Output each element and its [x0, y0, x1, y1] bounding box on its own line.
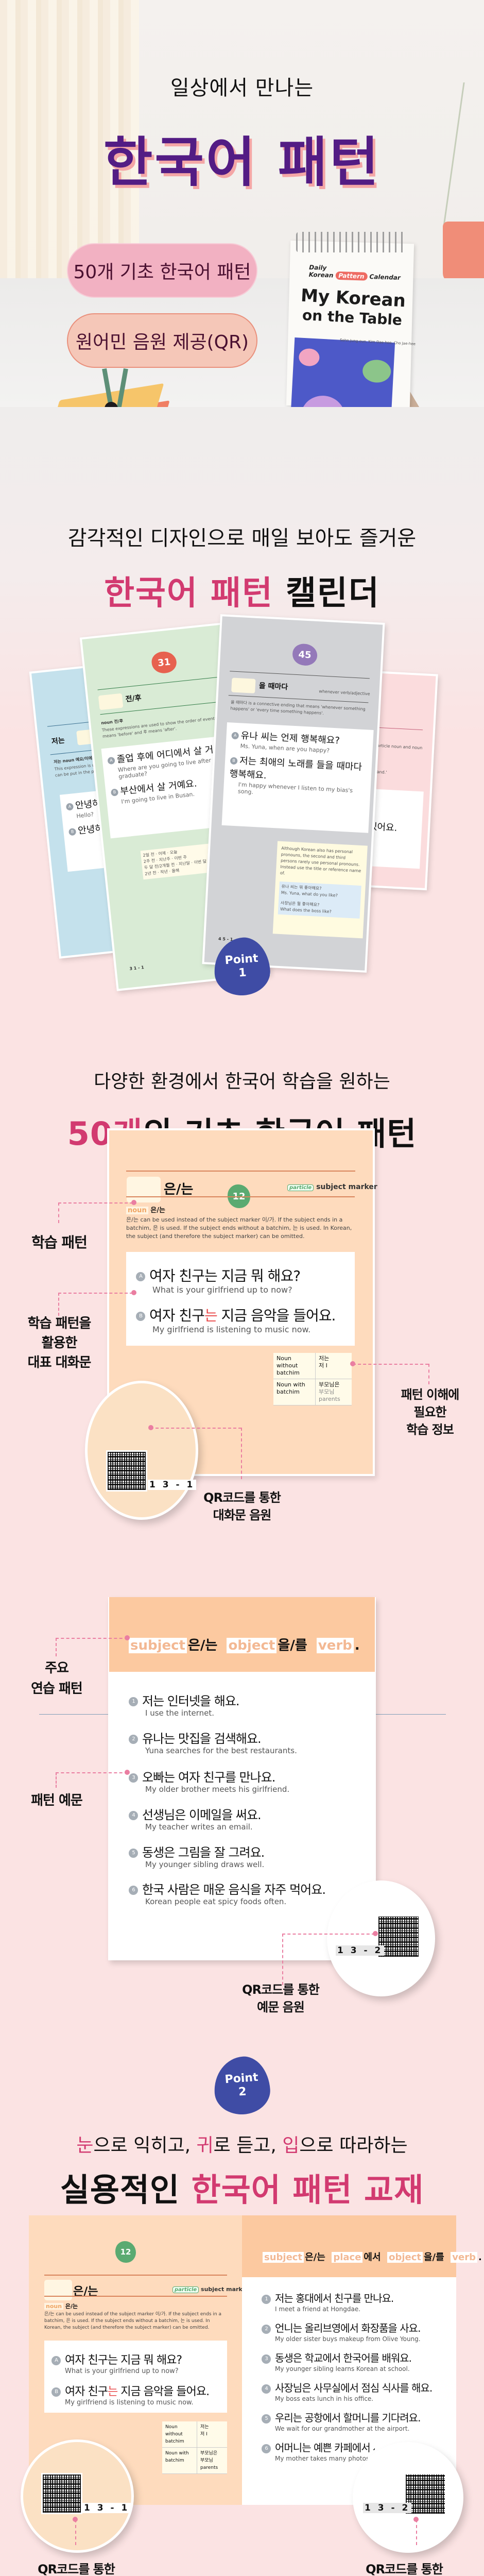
annotation-pattern: 학습 패턴 — [31, 1234, 88, 1251]
point-2-badge: Point 2 — [212, 2055, 272, 2116]
pattern-divider — [126, 1196, 355, 1197]
qr-code[interactable] — [106, 1450, 147, 1492]
dialogue-box — [126, 1252, 355, 1346]
point-2-subtitle: 눈으로 익히고, 귀로 듣고, 입으로 따라하는 — [76, 2135, 408, 2156]
design-subtitle: 감각적인 디자인으로 매일 보아도 즐거운 — [67, 527, 417, 550]
annotation-dialogue-qr: QR코드를 통한 대화문 음원 — [38, 2562, 115, 2576]
point-1-subtitle: 다양한 환경에서 한국어 학습을 원하는 — [94, 1071, 390, 1092]
example-1-en: I use the internet. — [145, 1708, 214, 1718]
calendar-rings — [296, 232, 407, 252]
example-2-en: Yuna searches for the best restaurants. — [145, 1746, 297, 1755]
pattern-text: 은/는 — [164, 1182, 194, 1197]
qr-code[interactable] — [404, 2473, 446, 2515]
calendar-title: My Korean on the Table — [300, 285, 406, 329]
dialogue-line-a-en: What is your girlfriend up to now? — [152, 1285, 292, 1295]
qr-code[interactable] — [377, 1915, 420, 1958]
practice-header — [109, 1597, 375, 1672]
plant-pot-decoration — [443, 222, 484, 283]
annotation-example: 패턴 예문 — [31, 1793, 83, 1808]
pronoun-note: Although Korean also has personal pronou… — [272, 841, 368, 939]
feature-badge-audio: 원어민 음원 제공(QR) — [67, 313, 257, 368]
annotation-info: 패턴 이해에 필요한 학습 정보 — [401, 1387, 460, 1437]
grammar-heading: noun 은/는 — [126, 1205, 165, 1214]
annotation-practice-pattern: 주요 연습 패턴 — [31, 1660, 83, 1697]
pattern-blank-box — [127, 1177, 161, 1202]
annotation-qr: QR코드를 통한 대화문 음원 — [203, 1490, 281, 1522]
pattern-tag: Pattern — [335, 271, 368, 281]
qr-code[interactable] — [41, 2473, 82, 2514]
qr-label: 1 3 - 1 — [148, 1480, 197, 1490]
grammar-description: 은/는 can be used instead of the subject m… — [126, 1216, 352, 1240]
dialogue-line-b-en: My girlfriend is listening to music now. — [152, 1325, 311, 1334]
example-4-en: My teacher writes an email. — [145, 1822, 253, 1832]
particle-info: particle subject marker — [287, 1183, 377, 1191]
qr-label: 1 3 - 2 — [336, 1945, 385, 1956]
sample-card-45: 45 을 때마다 whenever verb/adjective 을 때마다 i… — [202, 614, 385, 973]
example-3-en: My older brother meets his girlfriend. — [145, 1785, 290, 1794]
annotation-dialogue: 학습 패턴을 활용한 대표 대화문 — [27, 1316, 92, 1370]
example-5-en: My younger sibling draws well. — [145, 1860, 265, 1869]
design-title: 한국어 패턴 캘린더 — [104, 574, 380, 613]
annotation-example-qr: QR코드를 통한 예문 음원 — [366, 2562, 443, 2576]
pattern-divider — [126, 1171, 355, 1172]
annotation-example-qr: QR코드를 통한 예문 음원 — [242, 1982, 320, 2014]
point-2-title: 실용적인 한국어 패턴 교재 — [60, 2171, 424, 2209]
design-section: 감각적인 디자인으로 매일 보아도 즐거운 한국어 패턴 캘린더 01 저는 예… — [0, 407, 484, 991]
hero-title: 한국어 패턴 — [103, 131, 381, 194]
feature-badge-patterns: 50개 기초 한국어 패턴 — [67, 243, 257, 298]
example-6-en: Korean people eat spicy foods often. — [145, 1897, 287, 1906]
hero-subtitle: 일상에서 만나는 — [170, 76, 314, 100]
pattern-number-badge: 12 — [115, 2241, 136, 2263]
